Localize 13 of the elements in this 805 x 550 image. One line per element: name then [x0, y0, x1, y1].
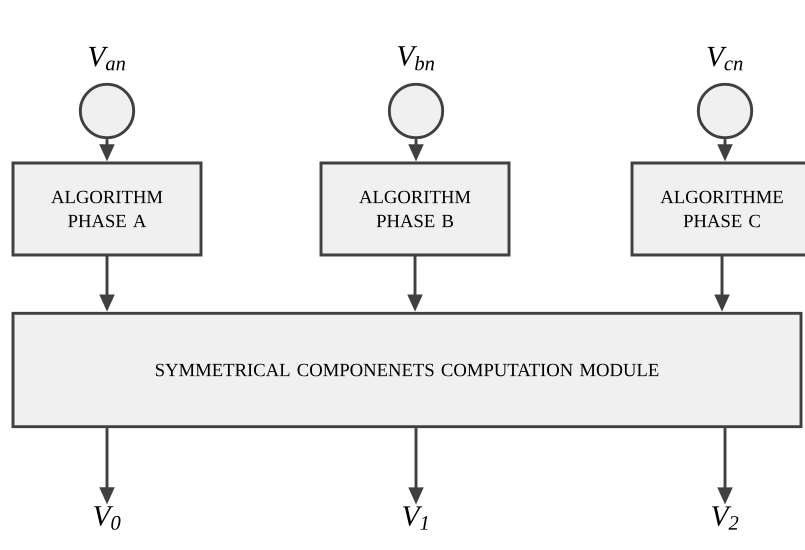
input-label: V$_{cn}$	[708, 46, 742, 70]
process-box: ALGORITHME PHASE C	[630, 162, 805, 256]
input-label: V$_{an}$	[88, 46, 126, 70]
output-label: V$_{0}$	[94, 506, 121, 530]
input-circle	[388, 82, 444, 140]
process-box: ALGORITHM PHASE A	[12, 162, 202, 256]
process-box: ALGORITHM PHASE B	[320, 162, 510, 256]
output-label: V$_{2}$	[712, 506, 738, 530]
module-box: SYMMETRICAL COMPONENETS COMPUTATION MODULE	[12, 312, 802, 428]
input-circle	[696, 82, 754, 140]
output-label: V$_{1}$	[403, 506, 428, 530]
input-label: V$_{bn}$	[398, 46, 434, 70]
input-circle	[78, 82, 136, 140]
